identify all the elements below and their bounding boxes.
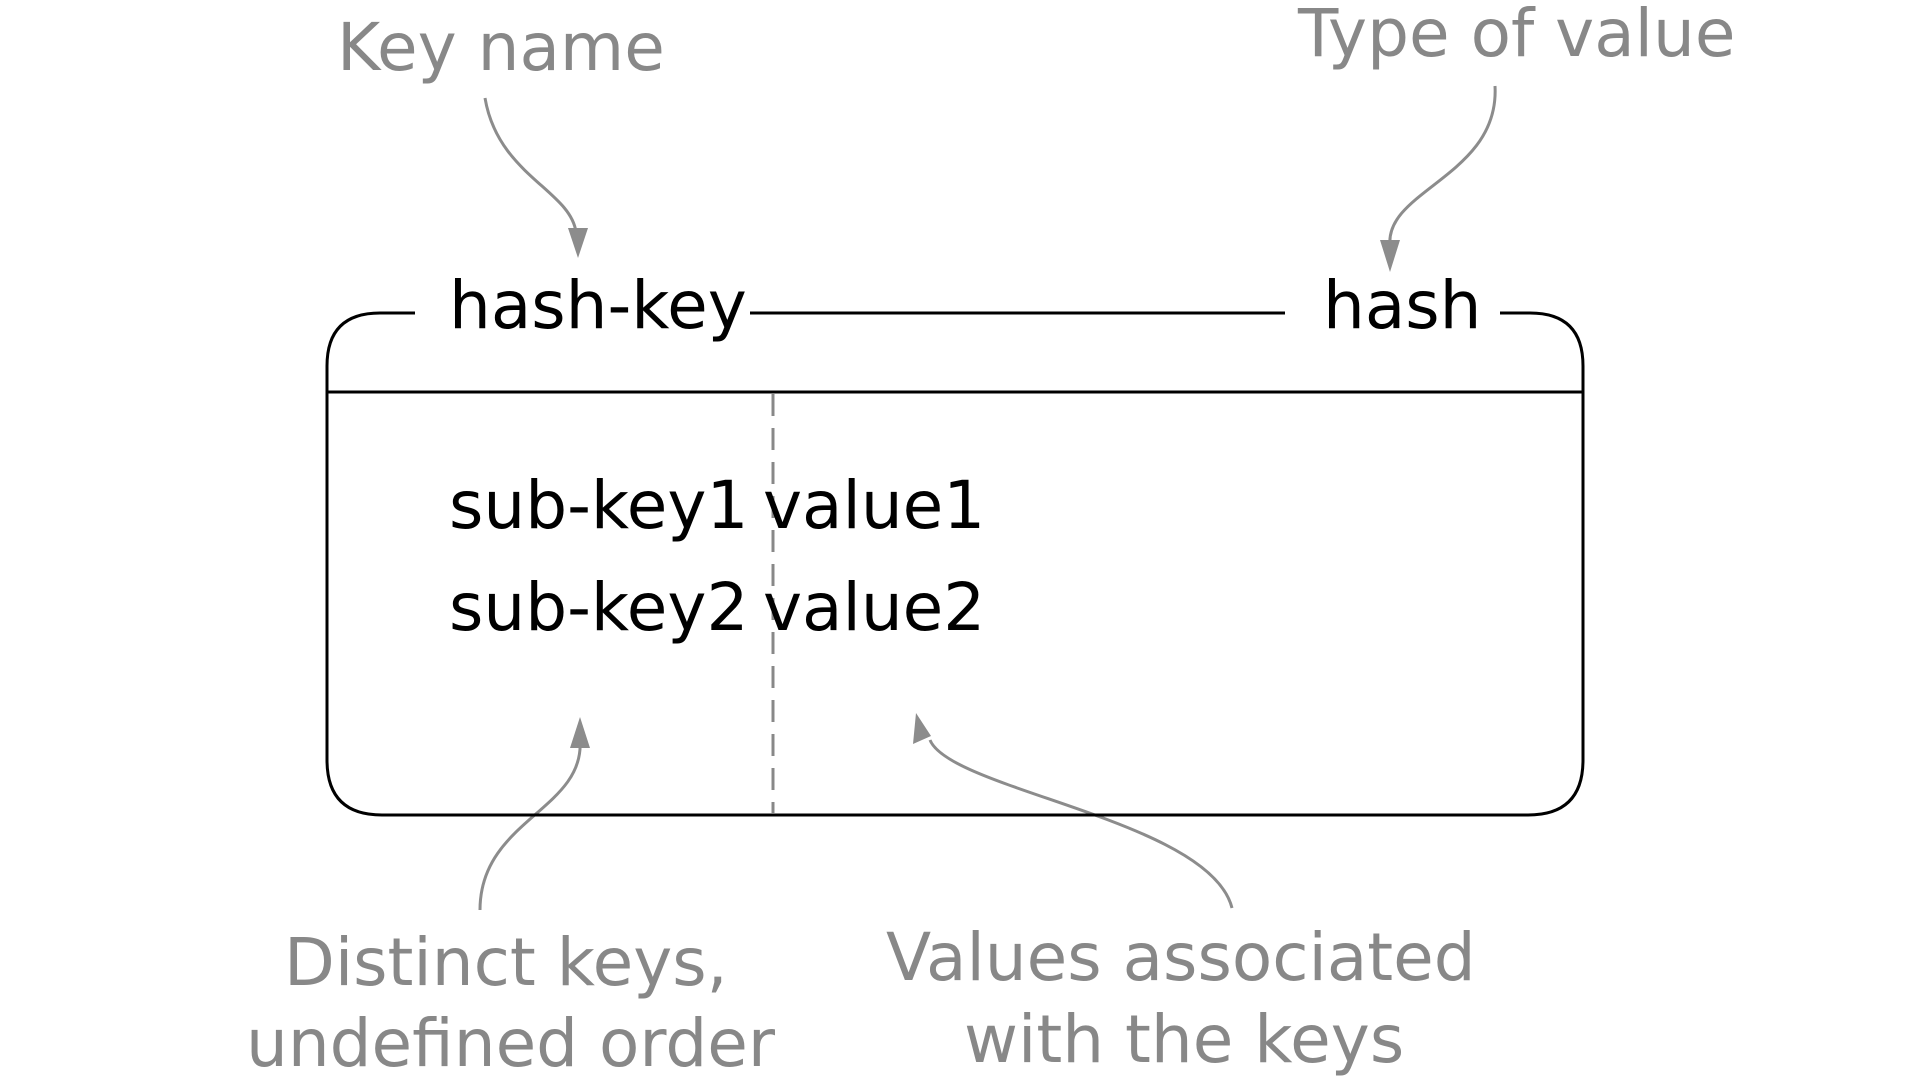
value-1: value1	[763, 467, 985, 544]
distinct-keys-annotation-line2: undefined order	[246, 1005, 776, 1080]
key-name-arrow	[483, 97, 588, 258]
box-body-outline	[325, 390, 1585, 817]
distinct-keys-arrow	[478, 717, 590, 911]
box-top-right-corner	[1500, 311, 1585, 390]
key-name-annotation: Key name	[337, 9, 665, 86]
hash-type: hash	[1323, 267, 1482, 344]
hash-key-name: hash-key	[449, 267, 747, 344]
sub-key-1: sub-key1	[449, 467, 748, 544]
values-associated-arrow	[913, 713, 1234, 909]
values-associated-annotation-line1: Values associated	[886, 919, 1476, 996]
box-top-left-corner	[325, 311, 415, 390]
distinct-keys-annotation-line1: Distinct keys,	[284, 924, 728, 1001]
values-associated-annotation-line2: with the keys	[964, 1001, 1404, 1078]
type-of-value-annotation: Type of value	[1297, 0, 1735, 72]
type-of-value-arrow	[1380, 85, 1497, 272]
sub-key-2: sub-key2	[449, 569, 748, 646]
value-2: value2	[763, 569, 985, 646]
hash-box	[325, 311, 1585, 817]
